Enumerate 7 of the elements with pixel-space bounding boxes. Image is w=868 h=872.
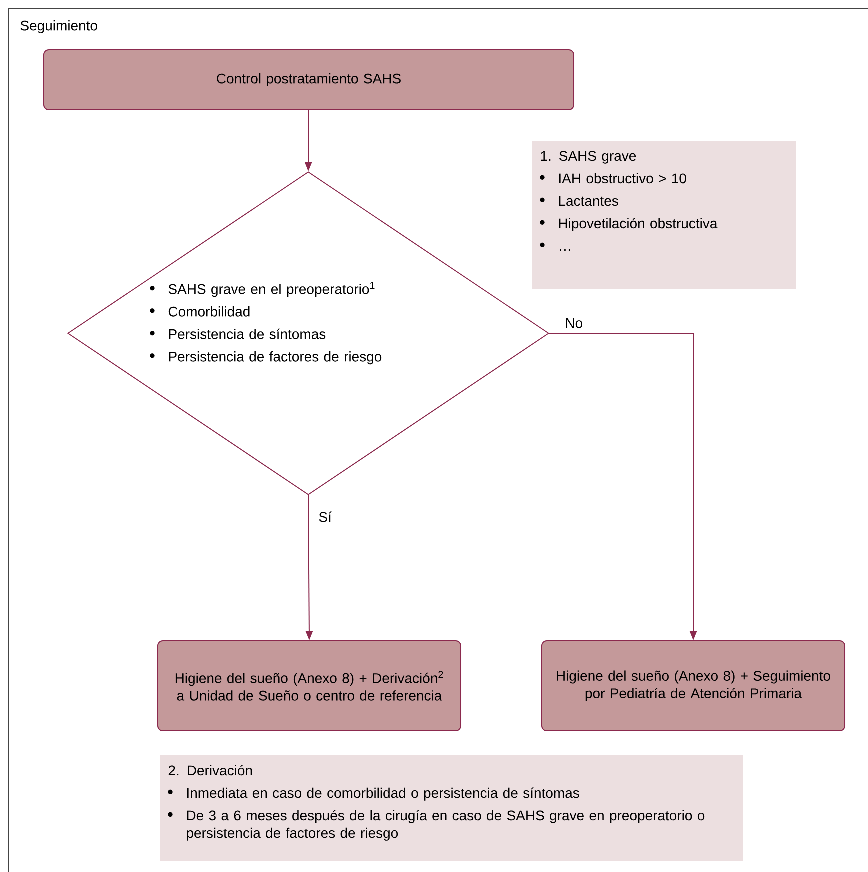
edge-label: Sí: [316, 510, 334, 524]
process-box: Higiene del sueño (Anexo 8) + Derivación$^{2}$ a Unidad de Sueño o centro de referencia: [158, 640, 462, 732]
note-box: 1. SAHS grave IAH obstructivo > 10 Lactantes Hipovetilación obstructiva …: [532, 141, 796, 289]
process-box: Higiene del sueño (Anexo 8) + Seguimiento por Pediatría de Atención Primaria: [542, 640, 846, 732]
edge-label: No: [563, 316, 586, 330]
process-box: Control postratamiento SAHS: [44, 50, 574, 110]
note-box: 2. Derivación Inmediata en caso de comorbilidad o persistencia de síntomas De 3 a 6 meses después de la cirugía en caso de SAHS grave en preoperatorio o persistencia de factores de riesgo: [160, 755, 743, 861]
